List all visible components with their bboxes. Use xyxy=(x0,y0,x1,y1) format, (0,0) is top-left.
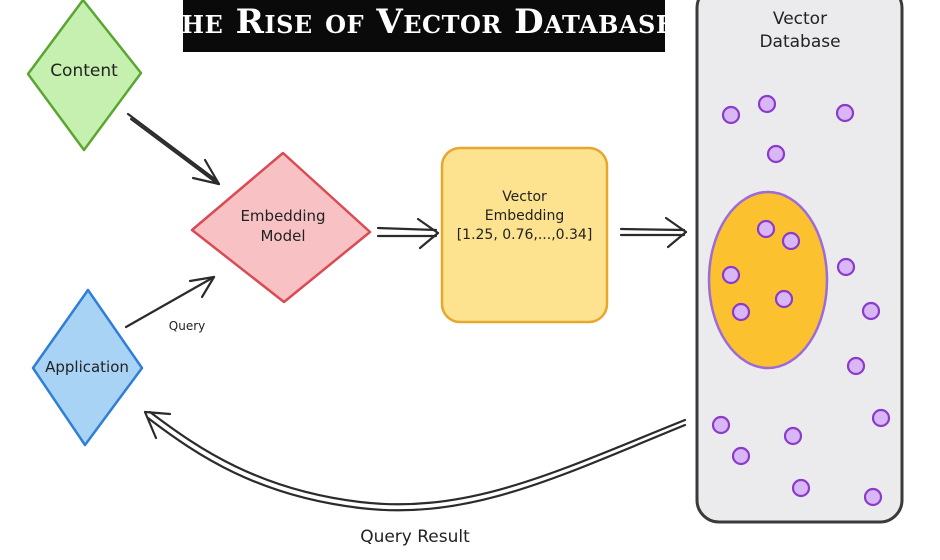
vector-database-line1: Vector xyxy=(772,9,828,29)
content-label: Content xyxy=(50,61,118,81)
vector-embedding-line1: Vector xyxy=(502,189,547,205)
vector-point xyxy=(721,265,741,285)
vector-point xyxy=(835,103,855,123)
vector-point xyxy=(791,478,811,498)
vector-point xyxy=(781,231,801,251)
application-label: Application xyxy=(45,358,129,376)
vector-point xyxy=(766,144,786,164)
arrow-model-to-embedding xyxy=(376,217,440,250)
vector-point xyxy=(757,94,777,114)
vector-points xyxy=(711,94,891,507)
vector-point xyxy=(836,257,856,277)
query-result-edge-label: Query Result xyxy=(360,527,470,547)
vector-point xyxy=(731,302,751,322)
vector-point xyxy=(721,105,741,125)
embedding-model-line2: Model xyxy=(260,227,306,246)
vector-database-label: Vector Database xyxy=(745,8,855,54)
application-node-shape xyxy=(31,288,144,447)
vector-database-line2: Database xyxy=(759,31,841,52)
vector-point xyxy=(731,446,751,466)
arrow-query-result xyxy=(143,410,687,512)
vector-embedding-line2: Embedding xyxy=(484,207,565,224)
arrow-content-to-model xyxy=(126,112,221,186)
vector-point xyxy=(774,289,794,309)
vector-point xyxy=(711,415,731,435)
vector-embedding-values: [1.25, 0.76,...,0.34] xyxy=(456,226,593,243)
diagram-title: The Rise of Vector Databases xyxy=(183,0,665,52)
vector-embedding-label: Vector Embedding [1.25, 0.76,...,0.34] xyxy=(442,188,607,245)
arrow-application-to-model xyxy=(124,275,216,329)
vector-point xyxy=(861,301,881,321)
query-edge-label: Query xyxy=(168,319,206,333)
vector-point xyxy=(863,487,883,507)
embedding-model-node-shape xyxy=(190,151,372,304)
embedding-model-line1: Embedding xyxy=(240,207,326,225)
vector-point xyxy=(871,408,891,428)
embedding-model-label: Embedding Model xyxy=(228,206,338,247)
arrow-embedding-to-database xyxy=(619,216,688,249)
vector-embedding-node-shape xyxy=(440,146,609,324)
vector-point xyxy=(846,356,866,376)
content-node-shape xyxy=(26,0,143,152)
vector-point xyxy=(783,426,803,446)
vector-point xyxy=(756,219,776,239)
